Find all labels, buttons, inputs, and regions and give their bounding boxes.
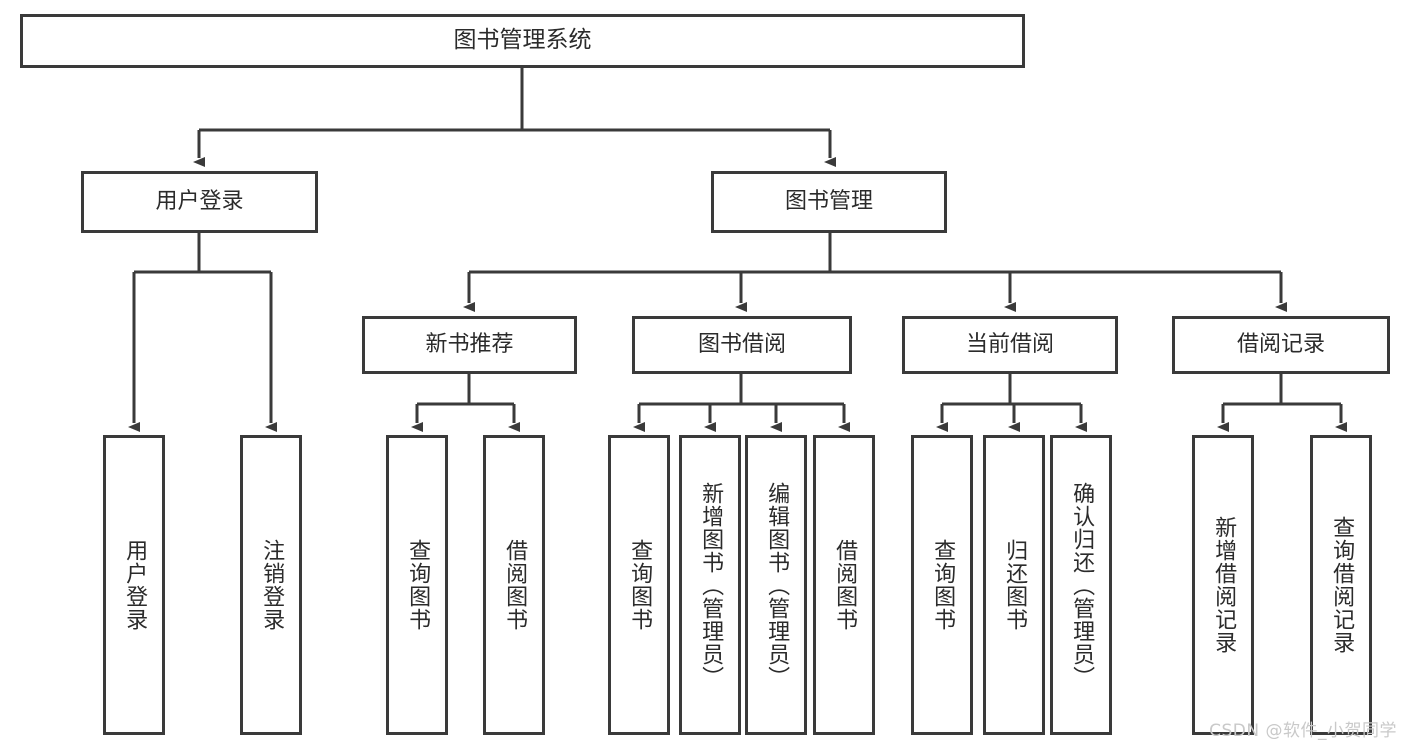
node-leaf-query-record[interactable]: 查询借阅记录 bbox=[1310, 435, 1372, 735]
node-leaf-return-book[interactable]: 归还图书 bbox=[983, 435, 1045, 735]
node-leaf-query-book-3-label: 查询图书 bbox=[930, 539, 956, 631]
node-book-borrow[interactable]: 图书借阅 bbox=[632, 316, 852, 374]
node-leaf-add-book[interactable]: 新增图书（管理员） bbox=[679, 435, 741, 735]
node-leaf-borrow-book-2-label: 借阅图书 bbox=[832, 539, 858, 631]
node-leaf-query-book-1[interactable]: 查询图书 bbox=[386, 435, 448, 735]
csdn-watermark: CSDN @软件_小贺同学 bbox=[1209, 721, 1397, 741]
node-leaf-add-record[interactable]: 新增借阅记录 bbox=[1192, 435, 1254, 735]
node-leaf-add-record-label: 新增借阅记录 bbox=[1211, 516, 1237, 654]
node-leaf-borrow-book-1[interactable]: 借阅图书 bbox=[483, 435, 545, 735]
node-leaf-borrow-book-2[interactable]: 借阅图书 bbox=[813, 435, 875, 735]
node-new-book-recommend-label: 新书推荐 bbox=[425, 331, 514, 357]
node-current-borrow-label: 当前借阅 bbox=[965, 331, 1054, 357]
node-borrow-record-label: 借阅记录 bbox=[1236, 331, 1325, 357]
node-leaf-add-book-label: 新增图书（管理员） bbox=[698, 481, 724, 689]
node-root-label: 图书管理系统 bbox=[453, 27, 592, 54]
node-leaf-query-book-1-label: 查询图书 bbox=[405, 539, 431, 631]
node-new-book-recommend[interactable]: 新书推荐 bbox=[362, 316, 577, 374]
node-borrow-record[interactable]: 借阅记录 bbox=[1172, 316, 1390, 374]
node-leaf-query-record-label: 查询借阅记录 bbox=[1329, 516, 1355, 654]
node-leaf-user-logout-label: 注销登录 bbox=[259, 539, 285, 631]
node-book-manage-label: 图书管理 bbox=[784, 188, 873, 214]
node-user-login-label: 用户登录 bbox=[155, 188, 244, 214]
node-leaf-user-logout[interactable]: 注销登录 bbox=[240, 435, 302, 735]
node-leaf-borrow-book-1-label: 借阅图书 bbox=[502, 539, 528, 631]
node-leaf-confirm-return-label: 确认归还（管理员） bbox=[1069, 481, 1095, 689]
node-leaf-query-book-2[interactable]: 查询图书 bbox=[608, 435, 670, 735]
node-leaf-user-login-label: 用户登录 bbox=[122, 539, 148, 631]
node-root[interactable]: 图书管理系统 bbox=[20, 14, 1025, 68]
node-leaf-confirm-return[interactable]: 确认归还（管理员） bbox=[1050, 435, 1112, 735]
node-leaf-edit-book-label: 编辑图书（管理员） bbox=[764, 481, 790, 689]
node-book-borrow-label: 图书借阅 bbox=[697, 331, 786, 357]
node-leaf-return-book-label: 归还图书 bbox=[1002, 539, 1028, 631]
node-user-login[interactable]: 用户登录 bbox=[81, 171, 318, 233]
node-leaf-query-book-3[interactable]: 查询图书 bbox=[911, 435, 973, 735]
node-leaf-edit-book[interactable]: 编辑图书（管理员） bbox=[745, 435, 807, 735]
node-leaf-query-book-2-label: 查询图书 bbox=[627, 539, 653, 631]
node-book-manage[interactable]: 图书管理 bbox=[711, 171, 947, 233]
node-leaf-user-login[interactable]: 用户登录 bbox=[103, 435, 165, 735]
node-current-borrow[interactable]: 当前借阅 bbox=[902, 316, 1118, 374]
